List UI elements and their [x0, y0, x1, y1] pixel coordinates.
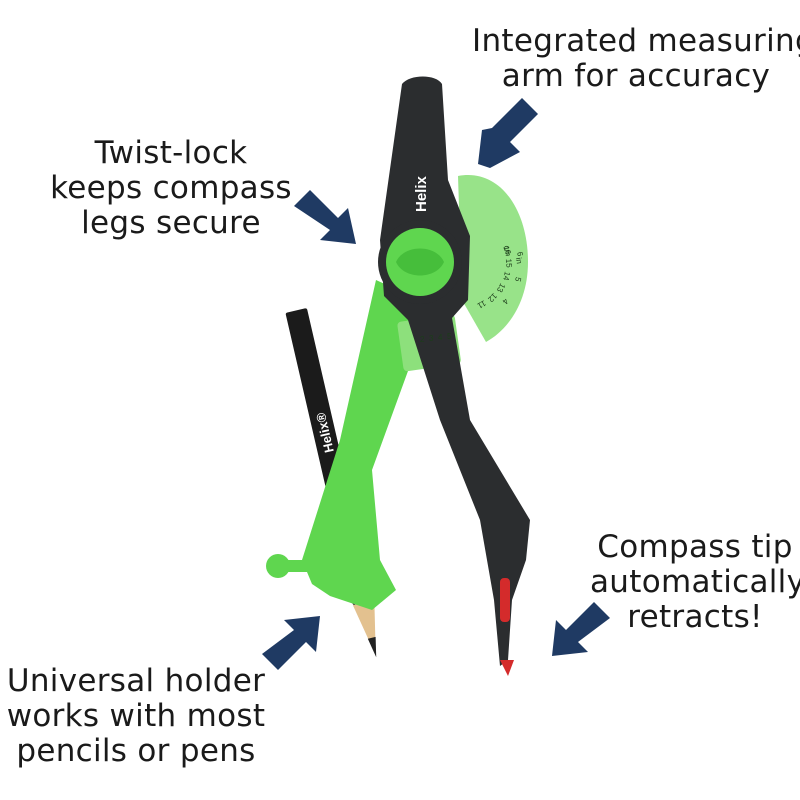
scale-number: 14 — [501, 271, 512, 282]
arrow-shape — [262, 616, 320, 670]
arrow-shape — [478, 98, 538, 168]
inch-number: 4 — [500, 297, 510, 307]
small-scale-number: 3 — [429, 334, 434, 343]
holder-screw — [284, 560, 314, 572]
arrow-shape — [552, 602, 610, 656]
arrow-universal-holder-icon — [262, 616, 320, 670]
tip-window — [500, 578, 510, 622]
body-brand-label: Helix — [413, 175, 430, 212]
small-scale-number: 5 — [447, 332, 452, 341]
callout-line: retracts! — [627, 599, 763, 635]
callout-line: Compass tip — [597, 529, 793, 565]
callout-line: automatically — [590, 564, 800, 600]
callout-line: Twist-lock — [94, 135, 248, 171]
pencil-lead — [367, 636, 377, 658]
green-leg-shape — [302, 280, 420, 610]
arrow-twist-lock-icon — [294, 190, 356, 244]
callout-line: Universal holder — [6, 663, 266, 699]
callout-compass-tip: Compass tip automatically retracts! — [590, 530, 800, 635]
twist-lock-icon[interactable] — [378, 220, 462, 304]
twist-lock-grip — [396, 248, 444, 276]
protractor-arc — [458, 175, 528, 342]
callout-universal-holder: Universal holder works with most pencils… — [0, 664, 272, 769]
callout-line: Integrated measuring — [472, 23, 800, 59]
scale-number: 16 — [501, 245, 513, 257]
scale-number: 15 — [504, 258, 514, 268]
arrow-compass-tip-icon — [552, 602, 610, 656]
scale-unit-cm: cm — [502, 245, 513, 257]
inch-number: 6 — [515, 251, 525, 257]
inch-number: 5 — [513, 276, 523, 283]
compass-tip-icon — [500, 660, 514, 676]
small-scale-number: 4 — [438, 333, 443, 342]
callout-line: legs secure — [81, 205, 261, 241]
callout-line: keeps compass — [50, 170, 292, 206]
callout-line: arm for accuracy — [501, 58, 771, 94]
scale-unit-in: in — [514, 257, 524, 265]
arrow-measuring-arm-icon — [478, 98, 538, 168]
small-scale-number: 2 — [420, 335, 425, 344]
arrow-shape — [294, 190, 356, 244]
callout-measuring-arm: Integrated measuring arm for accuracy — [472, 24, 800, 94]
callout-line: pencils or pens — [16, 733, 256, 769]
callout-line: works with most — [6, 698, 266, 734]
callout-twist-lock: Twist-lock keeps compass legs secure — [40, 136, 302, 241]
measuring-arm: cm in — [458, 175, 528, 342]
